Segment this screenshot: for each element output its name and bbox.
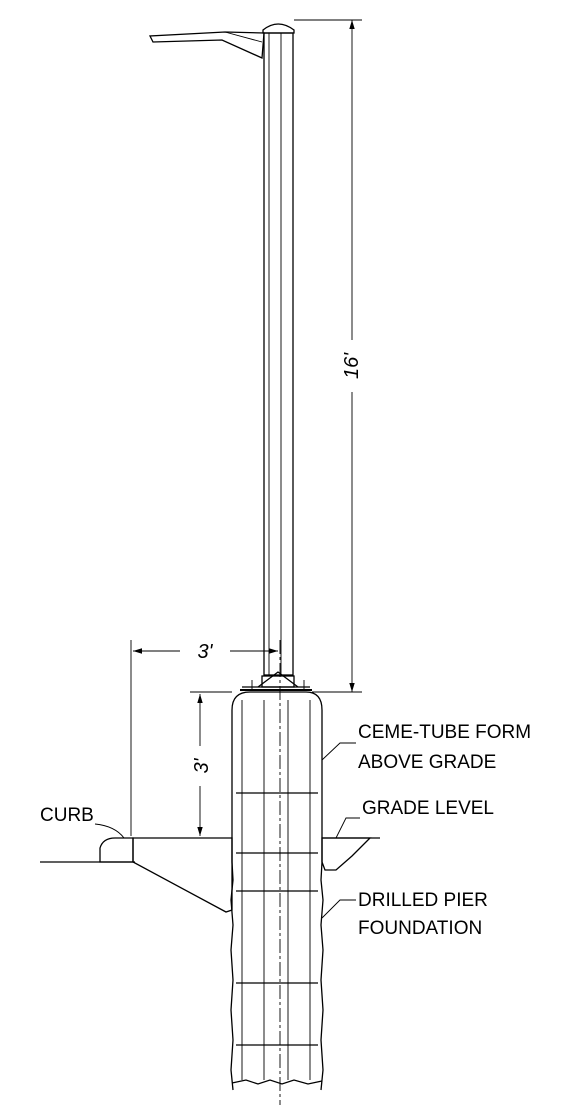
- leader-drilled-pier: [321, 899, 356, 919]
- dimension-pole-height: [294, 19, 362, 693]
- soil-left: [132, 837, 233, 913]
- label-grade-level: GRADE LEVEL: [362, 798, 494, 819]
- soil-right: [321, 837, 372, 871]
- label-drilled-pier-line1: DRILLED PIER: [358, 890, 488, 911]
- dimension-label-16ft: 16': [341, 352, 363, 379]
- ceme-tube-form: [231, 691, 323, 862]
- dimension-label-3ft-vertical: 3': [191, 757, 213, 773]
- leader-ceme-tube: [321, 742, 356, 761]
- rebar-cage: [236, 700, 318, 1080]
- leader-curb: [94, 823, 125, 839]
- label-curb: CURB: [40, 805, 94, 826]
- label-drilled-pier-line2: FOUNDATION: [358, 918, 482, 939]
- pole-cap: [262, 23, 295, 34]
- grade-line: [40, 837, 380, 863]
- dimension-form-height: [190, 691, 232, 839]
- drilled-pier: [230, 861, 324, 1091]
- label-ceme-tube-line1: CEME-TUBE FORM: [358, 722, 531, 743]
- label-ceme-tube-line2: ABOVE GRADE: [358, 752, 496, 773]
- dimension-curb-offset: [130, 640, 278, 836]
- leader-grade-level: [335, 817, 360, 839]
- curb: [99, 837, 134, 863]
- base-plate: [240, 671, 312, 691]
- pole-shaft: [263, 32, 294, 676]
- luminaire-arm: [148, 31, 265, 59]
- dimension-label-3ft-horizontal: 3': [198, 641, 214, 663]
